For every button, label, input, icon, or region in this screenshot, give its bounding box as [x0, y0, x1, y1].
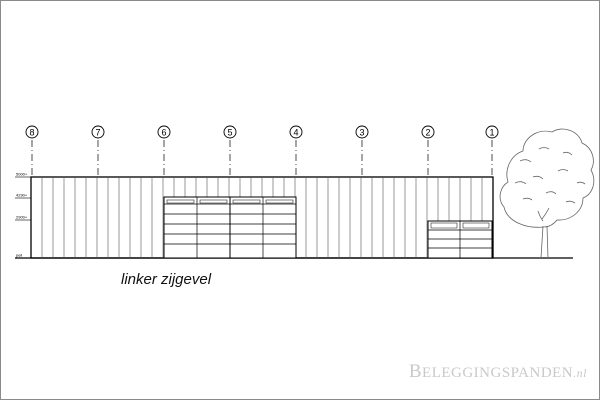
svg-text:3: 3 [359, 128, 364, 138]
sectional-door-right [427, 220, 493, 259]
svg-text:2: 2 [425, 128, 430, 138]
tree-illustration [499, 128, 595, 259]
watermark-tld: .nl [573, 366, 587, 380]
gridline-3: 3 [355, 125, 369, 177]
level-marker-2900: 2900+ [15, 215, 31, 221]
watermark-brand-name: ELEGGINGSPANDEN [422, 365, 574, 381]
svg-text:7: 7 [95, 128, 100, 138]
level-marker-4290: 4290+ [15, 193, 31, 199]
level-markers: 5000+ 4290+ 2900+ peil [15, 172, 31, 258]
gridline-7: 7 [91, 125, 105, 177]
drawing-caption: linker zijgevel [121, 271, 212, 288]
svg-text:peil: peil [16, 253, 22, 258]
svg-text:4: 4 [293, 128, 298, 138]
svg-text:5000+: 5000+ [16, 172, 28, 177]
gridline-5: 5 [223, 125, 237, 177]
gridline-2: 2 [421, 125, 435, 177]
svg-text:6: 6 [161, 128, 166, 138]
watermark-brand-initial: B [408, 361, 423, 382]
level-marker-peil: peil [16, 253, 22, 258]
watermark-logo: BELEGGINGSPANDEN.nl [409, 361, 587, 383]
svg-text:5: 5 [227, 128, 232, 138]
gridline-4: 4 [289, 125, 303, 177]
svg-text:4290+: 4290+ [16, 193, 28, 198]
gridline-1: 1 [485, 125, 499, 177]
svg-text:1: 1 [489, 128, 494, 138]
svg-text:8: 8 [29, 128, 34, 138]
gridline-6: 6 [157, 125, 171, 177]
sectional-door-middle [229, 196, 297, 259]
gridline-8: 8 [25, 125, 39, 177]
sectional-door-left [163, 196, 231, 259]
svg-text:2900+: 2900+ [16, 215, 28, 220]
level-marker-5000: 5000+ [15, 172, 31, 178]
grid-axes: 8 7 6 5 4 [25, 125, 499, 177]
cladding-panels [41, 177, 483, 258]
